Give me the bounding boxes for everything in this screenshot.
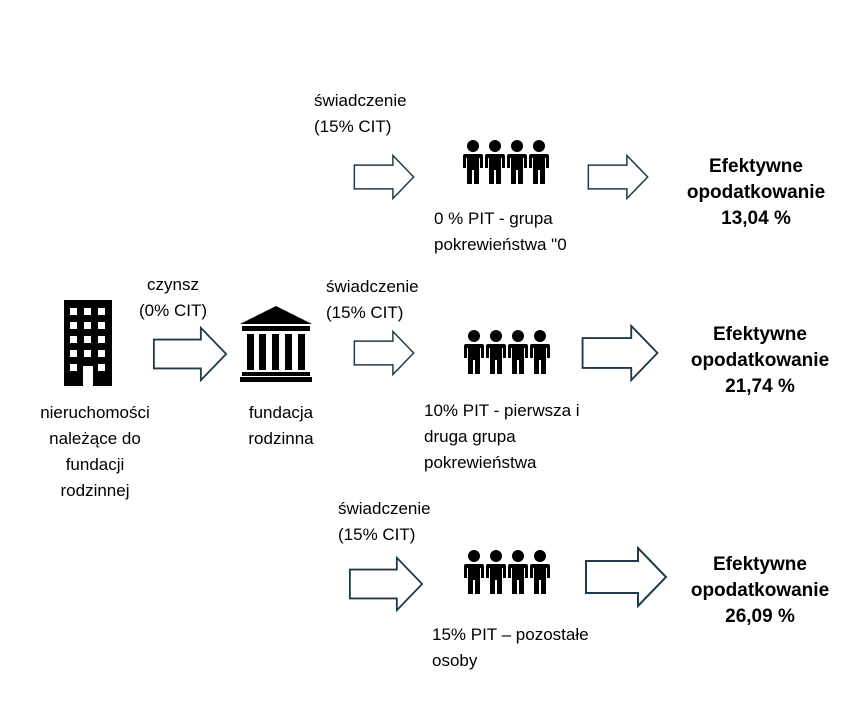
arrow-right-icon <box>353 154 415 200</box>
arrow-right-icon <box>348 556 424 612</box>
branch-3-benefit-label: świadczenie (15% CIT) <box>338 499 431 544</box>
arrow-right-icon <box>581 324 659 382</box>
branch-2-benefit-label: świadczenie (15% CIT) <box>326 277 419 322</box>
branch-1-result: Efektywne opodatkowanie 13,04 % <box>686 156 826 229</box>
branch-1-benefit-label: świadczenie (15% CIT) <box>314 91 407 136</box>
family-icon <box>464 550 550 596</box>
foundation-icon <box>240 306 312 382</box>
family-icon <box>463 140 549 186</box>
building-icon <box>64 300 112 386</box>
arrow-right-icon <box>587 154 649 200</box>
family-icon <box>464 330 550 376</box>
foundation-label: fundacja rodzinna <box>248 403 314 448</box>
branch-2-result: Efektywne opodatkowanie 21,74 % <box>690 324 830 397</box>
branch-1-pit-label: 0 % PIT - grupa pokrewieństwa "0 <box>434 209 567 254</box>
branch-3-result: Efektywne opodatkowanie 26,09 % <box>690 554 830 627</box>
branch-2-pit-label: 10% PIT - pierwsza i druga grupa pokrewi… <box>424 401 580 472</box>
property-label: nieruchomości należące do fundacji rodzi… <box>40 403 150 500</box>
arrow-right-icon <box>585 547 667 607</box>
branch-3-pit-label: 15% PIT – pozostałe osoby <box>432 625 589 670</box>
arrow-right-icon <box>353 330 415 376</box>
rent-label: czynsz (0% CIT) <box>139 275 207 320</box>
arrow-right-icon <box>152 326 228 382</box>
